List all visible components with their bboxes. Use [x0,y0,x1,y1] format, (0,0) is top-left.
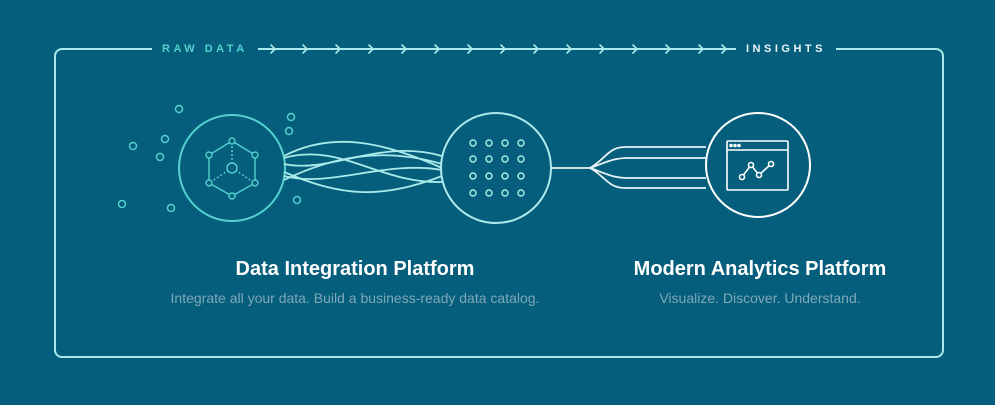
browser-line-chart-icon [726,140,789,191]
analytics-platform-title: Modern Analytics Platform [633,258,887,280]
raw-data-dots [117,104,302,213]
catalog-node [440,112,552,224]
dot-grid-icon [469,139,525,197]
insights-label: INSIGHTS [736,40,836,58]
hexagon-network-icon [205,137,259,200]
integration-platform-subtitle: Integrate all your data. Build a busines… [170,290,540,306]
integration-platform-title: Data Integration Platform [235,258,475,280]
analytics-links [551,146,706,189]
analytics-node [705,112,811,218]
integration-links [283,140,443,194]
analytics-platform-subtitle: Visualize. Discover. Understand. [659,290,861,306]
raw-data-label: RAW DATA [152,40,258,58]
